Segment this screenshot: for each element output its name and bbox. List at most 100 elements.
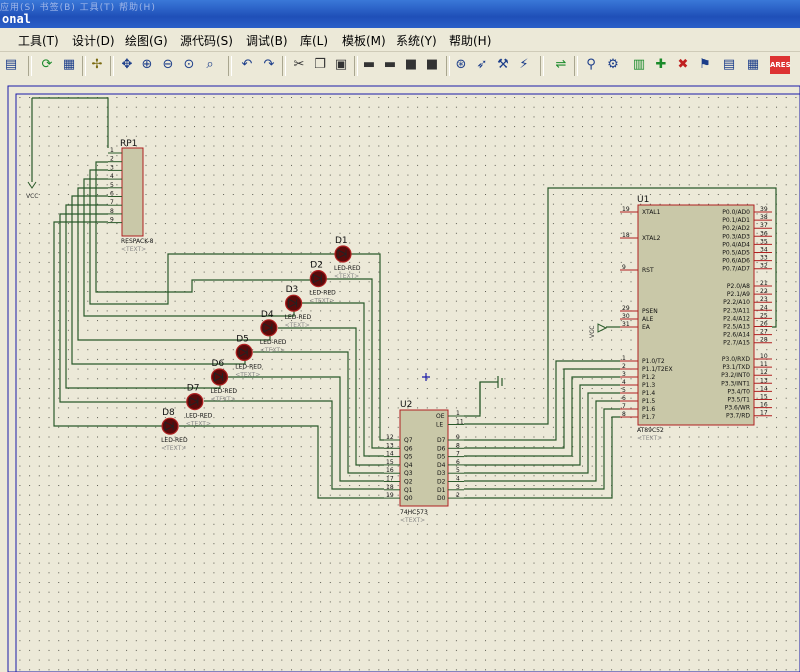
u2-pin-name: D1 [437,487,446,494]
toolbar: ▤ ⟳ ▦ ✢ ✥ ⊕ ⊖ ⊙ ⌕ ↶ ↷ ✂ ❐ ▣ ▬ ▬ ■ ■ ⊛ ➶ … [0,52,800,81]
undo-icon[interactable]: ↶ [241,57,253,72]
u2-pin-num: 17 [386,476,394,483]
wire-autoroute-icon[interactable]: ⇌ [555,57,567,72]
u1-pin-num: 5 [622,387,626,394]
save-icon[interactable]: ▤ [4,57,18,72]
ares-icon[interactable]: ARES [770,56,791,74]
u1-pin-num: 8 [622,411,626,418]
u1-pin-num: 10 [760,353,768,360]
u1-pin-num: 24 [760,304,768,311]
zoom-all-icon[interactable]: ⊙ [183,57,195,72]
u2-text: <TEXT> [400,517,425,524]
block-move-icon[interactable]: ▬ [383,57,397,72]
u1-pin-num: 23 [760,296,768,303]
u2-pin-name: Q4 [404,462,413,469]
led-value: LED-RED [334,265,361,272]
menu-graph[interactable]: 绘图(G) [125,34,168,48]
led-ref: D6 [212,359,225,369]
menu-debug[interactable]: 调试(B) [246,34,288,48]
new-sheet-icon[interactable]: ▥ [632,57,646,72]
u2-pin-name: D7 [437,437,446,444]
menu-design[interactable]: 设计(D) [72,34,115,48]
ground-symbol[interactable] [479,376,503,414]
package-tool-icon[interactable]: ⚒ [497,57,509,72]
led-ref: D5 [236,334,249,344]
copy-icon[interactable]: ❐ [314,57,326,72]
property-assign-icon[interactable]: ⚙ [607,57,619,72]
refresh-icon[interactable]: ⟳ [41,57,53,72]
block-copy-icon[interactable]: ▬ [362,57,376,72]
u1-pin-num: 36 [760,230,768,237]
rp1-pin-7: 7 [110,199,114,206]
u1-pin-name: P0.6/AD6 [722,258,750,265]
u2-ref: U2 [400,400,412,410]
make-device-icon[interactable]: ➶ [476,57,488,72]
u1-pin-num: 39 [760,206,768,213]
u1-pin-name: XTAL2 [642,235,661,242]
grid-icon[interactable]: ▦ [62,57,76,72]
menu-help[interactable]: 帮助(H) [449,34,492,48]
pick-device-icon[interactable]: ⊛ [455,57,467,72]
u1-pin-name: P2.3/A11 [723,307,750,314]
u1-pin-num: 9 [622,264,626,271]
vcc-left-terminal[interactable]: VCC [26,97,109,200]
u1-pin-num: 19 [622,206,630,213]
u2-pin-num: 19 [386,492,394,499]
u2-pin-num: 3 [456,484,460,491]
block-rotate-icon[interactable]: ■ [404,57,418,72]
led-text: <TEXT> [186,421,211,428]
electrical-rules-icon[interactable]: ▤ [722,57,736,72]
u1-pin-num: 4 [622,379,626,386]
cut-icon[interactable]: ✂ [293,57,305,72]
menu-library[interactable]: 库(L) [300,34,329,48]
u1-pin-num: 6 [622,395,626,402]
u1-pin-name: P2.6/A14 [723,332,750,339]
origin-icon[interactable]: ✢ [91,57,103,72]
remove-sheet-icon[interactable]: ✚ [655,57,667,72]
u2-pin-name: Q6 [404,445,413,452]
led-text: <TEXT> [309,298,334,305]
rp1-pin-9: 9 [110,217,114,224]
block-delete-icon[interactable]: ■ [425,57,439,72]
redo-icon[interactable]: ↷ [263,57,275,72]
exit-to-parent-icon[interactable]: ✖ [677,57,689,72]
menu-template[interactable]: 模板(M) [342,34,386,48]
menu-tools[interactable]: 工具(T) [18,34,59,48]
bill-of-materials-icon[interactable]: ⚑ [699,57,711,72]
vcc-right-terminal[interactable]: VCC [589,323,608,338]
zoom-area-icon[interactable]: ⌕ [206,57,214,72]
search-icon[interactable]: ⚲ [586,57,596,72]
u1-pin-name: P2.0/A8 [727,283,750,290]
vcc-right-label: VCC [589,326,596,338]
led-value: LED-RED [161,437,188,444]
led-value: LED-RED [285,314,312,321]
u2-pin-num: 2 [456,492,460,499]
menu-source[interactable]: 源代码(S) [180,34,233,48]
rp1-pin-4: 4 [110,173,114,180]
decompose-icon[interactable]: ⚡ [519,57,529,72]
u1-pin-name: P3.1/TXD [722,364,750,371]
netlist-icon[interactable]: ▦ [746,57,760,72]
pan-icon[interactable]: ✥ [121,57,133,72]
zoom-in-icon[interactable]: ⊕ [141,57,153,72]
paste-icon[interactable]: ▣ [334,57,348,72]
menu-system[interactable]: 系统(Y) [396,34,437,48]
zoom-out-icon[interactable]: ⊖ [162,57,174,72]
u1-pin-name: P3.2/INT0 [721,372,750,379]
u1-value: AT89C52 [637,427,664,434]
u1-pin-name: P0.2/AD2 [722,225,750,232]
u2-pin-num: 1 [456,410,460,417]
